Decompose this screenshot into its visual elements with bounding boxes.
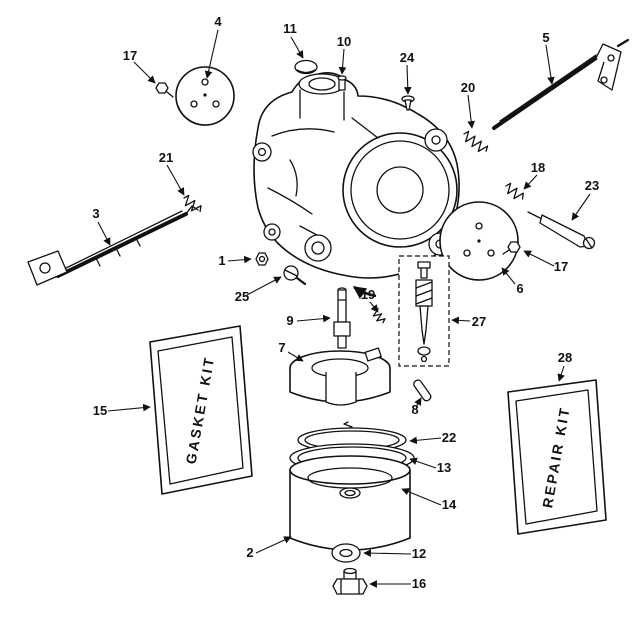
callout-24: 24 — [400, 50, 415, 65]
callout-4: 4 — [214, 14, 222, 29]
part-gasket-kit-envelope-15: GASKET KIT — [149, 325, 253, 495]
callout-12: 12 — [412, 546, 426, 561]
callout-20: 20 — [461, 80, 475, 95]
part-side-cover-6 — [439, 201, 519, 281]
callout-18: 18 — [531, 160, 545, 175]
callout-1: 1 — [218, 253, 225, 268]
part-screw-25 — [283, 265, 307, 286]
callout-28: 28 — [558, 350, 572, 365]
callout-8: 8 — [411, 402, 418, 417]
part-screw-17-right — [502, 241, 521, 255]
callout-21: 21 — [159, 150, 173, 165]
callout-9: 9 — [286, 313, 293, 328]
callout-16: 16 — [412, 576, 426, 591]
part-cam-follower-rod-3 — [27, 205, 199, 286]
callout-3: 3 — [92, 206, 99, 221]
callout-23: 23 — [585, 178, 599, 193]
direction-arrow — [352, 285, 377, 300]
callout-19: 19 — [361, 287, 375, 302]
callout-13: 13 — [437, 460, 451, 475]
part-washer-12 — [331, 543, 361, 563]
callout-22: 22 — [442, 430, 456, 445]
part-spring-18 — [505, 182, 524, 200]
callout-7: 7 — [278, 340, 285, 355]
part-float-bowl-2 — [289, 455, 411, 551]
part-carburetor-body — [252, 72, 460, 279]
part-cap-11 — [294, 59, 318, 75]
part-spring-19 — [372, 308, 386, 324]
callout-2: 2 — [246, 545, 253, 560]
callout-6: 6 — [516, 281, 523, 296]
part-nozzle-9 — [333, 287, 351, 349]
callout-5: 5 — [542, 30, 549, 45]
part-hinge-pin-8 — [413, 379, 432, 402]
callout-27: 27 — [472, 314, 486, 329]
part-inlet-needle-assembly-27 — [398, 255, 450, 367]
part-cover-disc-4 — [175, 66, 235, 126]
callout-11: 11 — [283, 21, 297, 36]
callout-14: 14 — [442, 497, 457, 512]
callout-15: 15 — [93, 403, 107, 418]
part-needle-23 — [527, 211, 596, 250]
callout-10: 10 — [337, 34, 351, 49]
part-throttle-rod-5 — [492, 38, 630, 130]
part-float-7 — [289, 347, 391, 406]
part-screw-17-left — [155, 82, 174, 98]
callout-17b: 17 — [554, 259, 568, 274]
part-plug-10 — [337, 75, 347, 91]
part-spring-20 — [463, 130, 489, 153]
part-repair-kit-envelope-28: REPAIR KIT — [507, 379, 607, 535]
callout-numbers: 4 17 11 10 24 5 20 21 3 18 23 1 25 17 6 … — [92, 14, 599, 591]
part-spring-21 — [183, 194, 202, 213]
part-nut-1 — [255, 252, 269, 266]
callout-25: 25 — [235, 289, 249, 304]
callout-17a: 17 — [123, 48, 137, 63]
part-drain-bolt-16 — [332, 567, 368, 595]
part-screw-24 — [401, 95, 415, 111]
leader-lines — [97, 29, 591, 588]
